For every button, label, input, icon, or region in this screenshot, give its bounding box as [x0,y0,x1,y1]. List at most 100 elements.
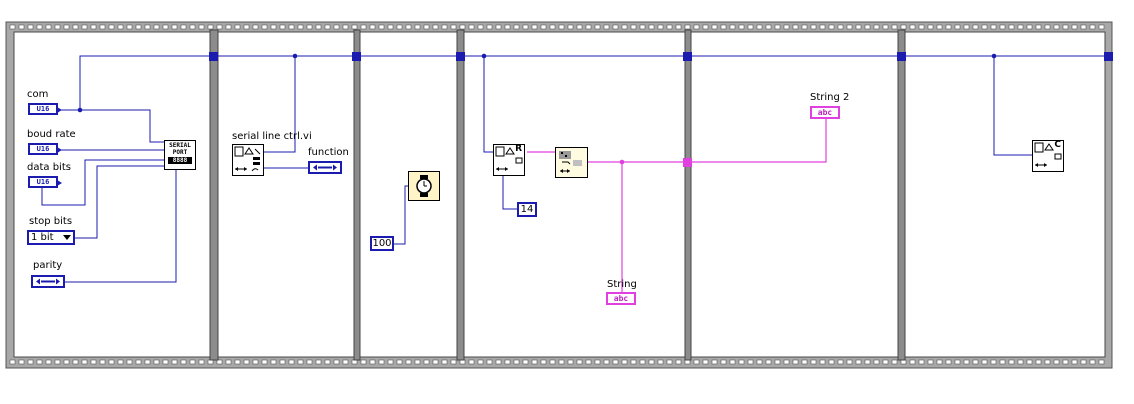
sprocket-hole [522,359,529,365]
sprocket-hole [234,24,241,30]
com-control[interactable]: U16 [28,103,62,115]
sprocket-hole [333,24,340,30]
sprocket-hole [351,24,358,30]
serial-port-text-3: 8888 [168,157,192,164]
sprocket-hole [1053,24,1060,30]
sprocket-hole [756,359,763,365]
sprocket-hole [171,359,178,365]
sprocket-hole [882,24,889,30]
sprocket-hole [666,359,673,365]
watch-icon [416,175,432,197]
sprocket-hole [846,359,853,365]
string-subset-function[interactable] [555,147,588,178]
baud-rate-control[interactable]: U16 [28,143,62,155]
sprocket-hole [72,359,79,365]
sprocket-hole [441,24,448,30]
sprocket-hole [909,359,916,365]
wait-ms-function[interactable] [408,171,440,201]
sprocket-hole [1017,24,1024,30]
sprocket-hole [864,359,871,365]
sprocket-hole [18,359,25,365]
sprocket-hole [63,24,70,30]
sprocket-hole [891,24,898,30]
sprocket-hole [477,24,484,30]
sprocket-hole [657,359,664,365]
sprocket-hole [342,24,349,30]
sprocket-hole [819,24,826,30]
sprocket-hole [1071,24,1078,30]
sprocket-hole [324,359,331,365]
serial-close-vi[interactable]: C [1032,140,1064,172]
sprocket-hole [477,359,484,365]
sprocket-hole [495,359,502,365]
sprocket-hole [225,24,232,30]
sprocket-hole [441,359,448,365]
sprocket-hole [324,24,331,30]
sprocket-hole [495,24,502,30]
sprocket-hole [684,359,691,365]
sprocket-hole [774,24,781,30]
sprocket-hole [135,359,142,365]
sprocket-hole [837,359,844,365]
sprocket-hole [612,359,619,365]
sprocket-hole [621,24,628,30]
sprocket-hole [864,24,871,30]
sprocket-hole [1044,24,1051,30]
sprocket-hole [459,24,466,30]
sprocket-hole [531,24,538,30]
com-label: com [27,89,49,100]
sprocket-hole [657,24,664,30]
serial-line-ctrl-vi[interactable] [232,144,264,176]
sprocket-hole [819,359,826,365]
string-function-icon [559,151,582,173]
sprocket-hole [180,359,187,365]
sprocket-hole [306,359,313,365]
sprocket-hole [216,24,223,30]
sprocket-hole [630,24,637,30]
serial-close-icon [1034,142,1062,167]
sprocket-hole [297,24,304,30]
sprocket-hole [666,24,673,30]
sprocket-hole [216,359,223,365]
sprocket-hole [648,359,655,365]
sprocket-hole [54,359,61,365]
sprocket-hole [531,359,538,365]
sprocket-hole [783,359,790,365]
wait-constant[interactable]: 100 [370,236,394,251]
sprocket-hole [810,359,817,365]
serial-port-text-2: PORT [172,149,188,156]
data-bits-control[interactable]: U16 [28,176,62,188]
sprocket-hole [684,24,691,30]
sprocket-hole [261,24,268,30]
sprocket-hole [279,24,286,30]
sprocket-hole [369,24,376,30]
string-2-indicator[interactable]: abc [810,106,840,119]
serial-close-letter: C [1054,140,1061,150]
function-label: function [308,147,349,158]
sprocket-hole [711,359,718,365]
sprocket-hole [549,24,556,30]
sprocket-hole [945,359,952,365]
string-indicator[interactable]: abc [606,292,636,305]
sprocket-hole [954,359,961,365]
sprocket-hole [747,359,754,365]
sprocket-hole [1080,359,1087,365]
sprocket-hole [756,24,763,30]
sprocket-hole [945,24,952,30]
sprocket-hole [576,359,583,365]
sprocket-hole [630,359,637,365]
sprocket-hole [396,24,403,30]
sprocket-hole [162,24,169,30]
stop-bits-control[interactable]: 1 bit [27,230,75,245]
parity-control[interactable] [31,275,65,288]
sprocket-hole [1071,359,1078,365]
read-count-constant[interactable]: 14 [517,202,537,217]
serial-port-init-vi[interactable]: SERIAL PORT 8888 [164,140,196,170]
sprocket-hole [144,24,151,30]
function-control[interactable] [308,161,342,174]
sprocket-hole [189,24,196,30]
sprocket-hole [396,359,403,365]
sprocket-hole [873,359,880,365]
sprocket-hole [1080,24,1087,30]
serial-read-vi[interactable]: R [493,144,525,176]
